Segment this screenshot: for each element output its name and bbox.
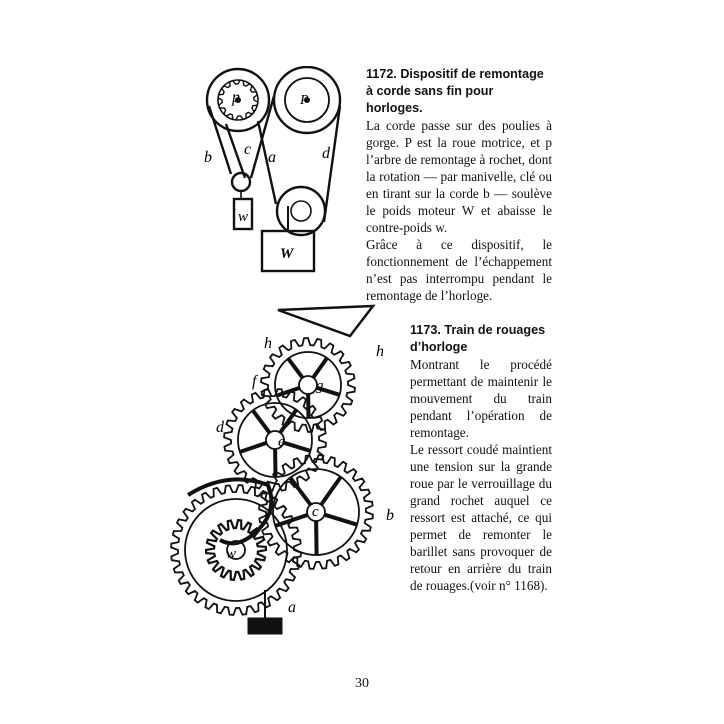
fig1173-label-e: e: [278, 434, 285, 450]
gear-wheel-0: [260, 337, 356, 433]
gear-hub-0: [298, 375, 318, 395]
fig1173-label-g: g: [316, 378, 324, 394]
gear-hub-1: [265, 430, 285, 450]
entry-1173-title: 1173. Train de rouages d’horloge: [410, 323, 546, 354]
entry-1172-paragraph-1: La corde passe sur des poulies à gorge. …: [366, 118, 552, 235]
fig1172-label-d: d: [322, 145, 331, 162]
gear-spoke: [251, 409, 272, 435]
gear-spoke: [319, 475, 343, 506]
entry-1172-paragraph-2: Grâce à ce dispositif, le fonctionnement…: [366, 237, 552, 303]
fig1173-label-f: f: [252, 373, 259, 390]
gear-spoke: [288, 476, 313, 507]
entry-1172-title: 1172. Dispositif de remontage à corde sa…: [366, 67, 544, 115]
gear-spoke: [316, 385, 341, 397]
fig1173-label-c: c: [312, 504, 319, 520]
fig1172-label-c: c: [244, 141, 251, 158]
fig1173-label-d: d: [216, 419, 225, 436]
entry-1172-text: 1172. Dispositif de remontage à corde sa…: [366, 66, 552, 304]
entry-1173-paragraph-2: Le ressort coudé maintient une tension s…: [410, 442, 552, 593]
page-number: 30: [355, 676, 369, 691]
bent-spring: [186, 477, 274, 546]
fig1172-label-a: a: [268, 149, 276, 166]
fig1172-label-W: W: [280, 246, 295, 262]
figure-1173-clock-gear-train: h h f g d e c b w a: [170, 304, 394, 635]
gear-rim-3: [184, 498, 288, 602]
gear-hub-2: [306, 502, 326, 522]
figure-1172-endless-rope-winding: p P b c a d w W: [204, 66, 342, 273]
fig1172-label-w: w: [238, 209, 248, 225]
fig1172-label-P: P: [299, 93, 309, 108]
fig1173-label-b: b: [386, 507, 394, 524]
gear-spoke: [276, 386, 301, 398]
ratchet-arbor: [217, 79, 259, 121]
gear-spoke: [311, 356, 329, 379]
gear-spoke: [286, 357, 305, 380]
fig1172-label-p: p: [231, 89, 240, 106]
gear-spoke: [314, 520, 319, 556]
fig1173-label-a: a: [288, 599, 296, 616]
gear-wheel-3: [170, 484, 302, 616]
gear-spoke: [278, 408, 298, 434]
fig1173-label-h-left: h: [264, 335, 272, 352]
ratchet-wheel: [204, 518, 268, 582]
entry-1173-text: 1173. Train de rouages d’horloge Montran…: [410, 322, 552, 594]
gear-spoke: [283, 440, 311, 453]
gear-wheel-1: [223, 388, 327, 492]
gear-spoke: [324, 512, 358, 527]
fig1173-label-h-right: h: [376, 343, 384, 360]
gear-wheel-2: [258, 454, 374, 570]
entry-1173-paragraph-1: Montrant le procédé permettant de mainte…: [410, 357, 552, 440]
fig1172-label-b: b: [204, 149, 212, 166]
fig1173-label-w: w: [226, 546, 236, 562]
gear-spoke: [239, 441, 268, 454]
